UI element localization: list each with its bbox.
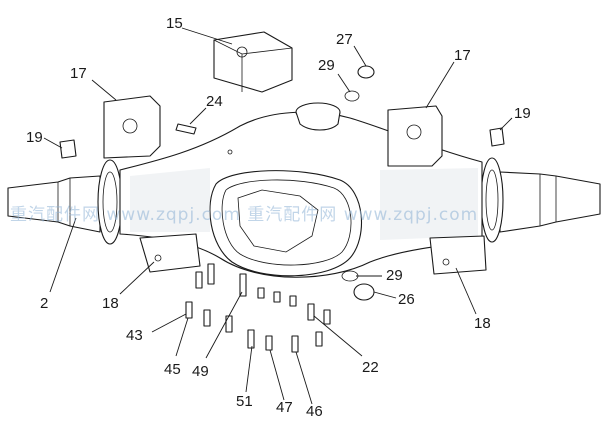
callout-45: 45 [164, 361, 181, 378]
spring-seat-17-right [387, 105, 443, 167]
callout-19-right: 19 [514, 105, 531, 122]
wedge-19-right [489, 127, 505, 147]
callout-47: 47 [276, 399, 293, 416]
spring-seat-17-left [103, 95, 161, 159]
callout-49: 49 [192, 363, 209, 380]
bracket-18-left [139, 233, 201, 273]
bolt-24 [175, 123, 197, 135]
callout-51: 51 [236, 393, 253, 410]
callout-18-right: 18 [474, 315, 491, 332]
plug-26 [353, 283, 375, 301]
callout-18-left: 18 [102, 295, 119, 312]
callout-labels: 15 27 29 17 17 24 19 19 2 18 29 26 18 43… [26, 15, 531, 420]
callout-2: 2 [40, 295, 48, 312]
callout-24: 24 [206, 93, 223, 110]
callout-17-left: 17 [70, 65, 87, 82]
leader-lines [43, 27, 513, 405]
callout-29-top: 29 [318, 57, 335, 74]
callout-29-bottom: 29 [386, 267, 403, 284]
watermark-text: 重汽配件网 www.zqpj.com 重汽配件网 www.zqpj.com [10, 205, 478, 225]
gasket-29-bottom [341, 270, 359, 282]
callout-19-left: 19 [26, 129, 43, 146]
callout-46: 46 [306, 403, 323, 420]
bracket-18-right [429, 235, 487, 275]
fasteners-group [185, 263, 331, 353]
gasket-29-top [344, 90, 360, 102]
wedge-19-left [59, 139, 77, 159]
callout-27: 27 [336, 31, 353, 48]
callout-17-right: 17 [454, 47, 471, 64]
callout-43: 43 [126, 327, 143, 344]
callout-15: 15 [166, 15, 183, 32]
axle-housing [7, 102, 601, 278]
spring-seat-15 [213, 31, 293, 93]
callout-22: 22 [362, 359, 379, 376]
callout-26: 26 [398, 291, 415, 308]
plug-27 [357, 65, 375, 79]
